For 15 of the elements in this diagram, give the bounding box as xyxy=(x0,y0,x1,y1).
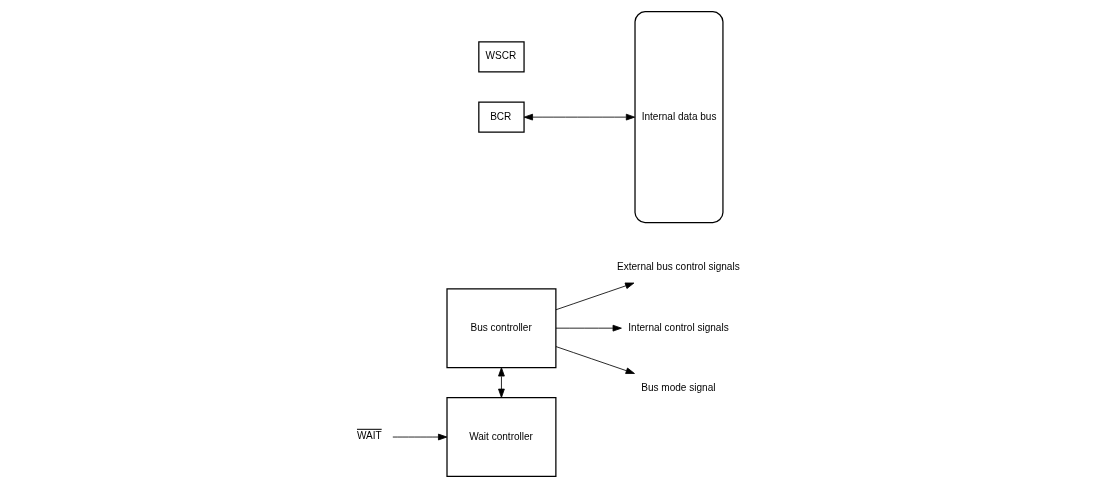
node-box: Bus controller xyxy=(446,288,557,369)
node-box: Internal data bus xyxy=(634,10,724,224)
node-box: BCR xyxy=(478,101,525,133)
arrow xyxy=(498,367,505,398)
node-text: Bus mode signal xyxy=(641,382,716,394)
node-text: External bus control signals xyxy=(617,261,740,273)
arrow xyxy=(555,324,622,332)
arrow xyxy=(555,282,635,311)
node-text: WAIT xyxy=(356,429,382,441)
arrow xyxy=(523,113,636,121)
node-box: Wait controller xyxy=(446,397,557,477)
arrow xyxy=(392,433,448,441)
node-box: WSCR xyxy=(478,41,525,73)
arrow xyxy=(555,346,635,374)
node-text: Internal control signals xyxy=(628,321,729,333)
